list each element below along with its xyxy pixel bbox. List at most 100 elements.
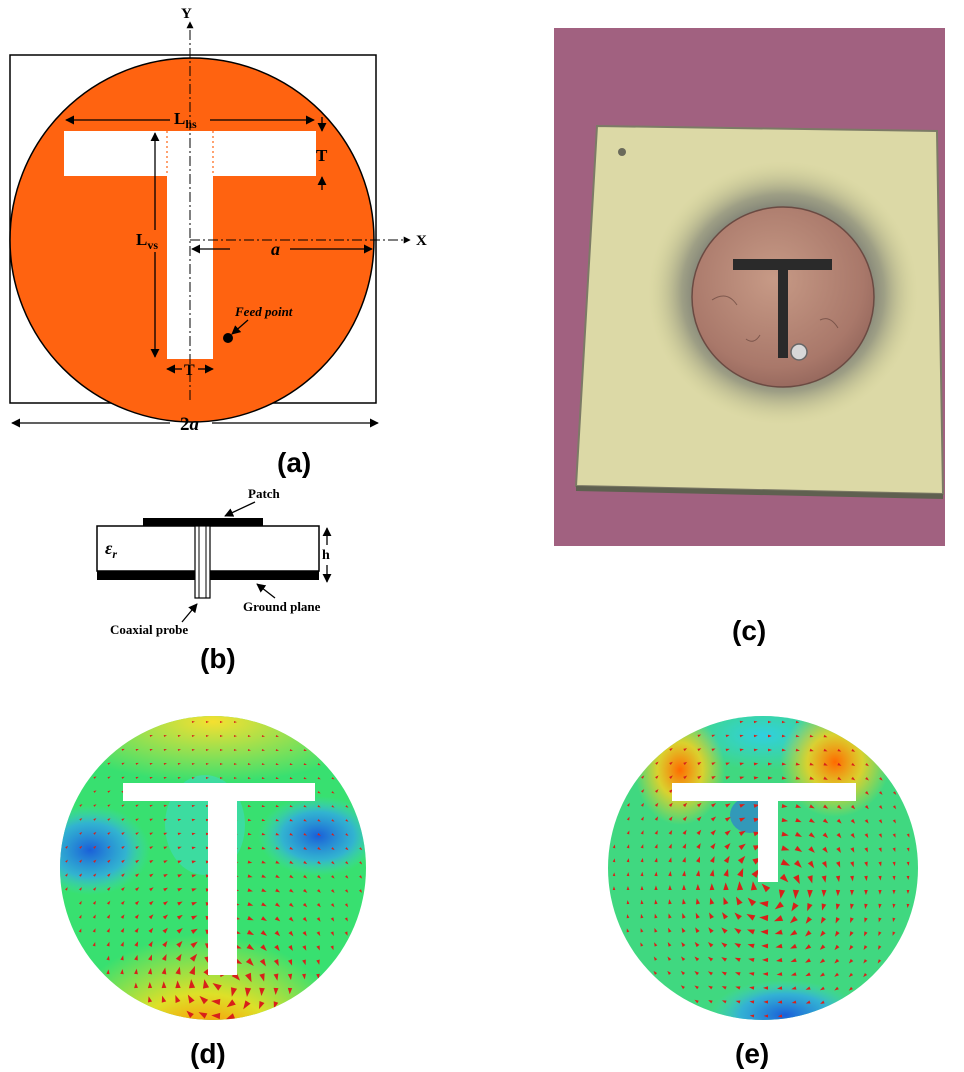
current-vector: [739, 776, 745, 780]
current-vector: [906, 833, 910, 838]
current-vector: [737, 867, 744, 878]
current-vector: [191, 888, 197, 892]
current-vector: [736, 881, 744, 891]
current-vector: [820, 916, 827, 924]
current-vector: [864, 833, 869, 839]
current-vector: [776, 957, 783, 963]
current-vector: [739, 748, 744, 752]
current-vector: [723, 896, 729, 905]
current-vector: [640, 885, 644, 891]
current-vector: [849, 944, 854, 951]
current-vector: [120, 914, 125, 919]
caption-b: (b): [200, 643, 236, 674]
current-vector: [79, 845, 83, 849]
patch-scratches: [711, 295, 839, 342]
current-vector: [774, 901, 784, 910]
current-vector: [261, 734, 265, 738]
current-vector: [781, 720, 786, 724]
current-vector: [260, 930, 268, 936]
current-vector: [134, 968, 138, 975]
current-vector: [273, 987, 279, 996]
current-vector: [288, 930, 294, 937]
current-vector: [626, 914, 630, 919]
current-vector: [189, 953, 198, 962]
current-vector: [219, 734, 223, 738]
current-vector: [163, 860, 168, 864]
current-vector: [247, 888, 253, 892]
current-vector: [747, 943, 755, 949]
current-vector: [749, 986, 755, 990]
current-vector: [231, 971, 241, 981]
current-vector: [147, 996, 153, 1003]
current-vector: [344, 889, 349, 893]
current-vector: [848, 986, 853, 991]
current-vector: [654, 830, 658, 835]
current-vector: [696, 856, 700, 863]
current-vector: [807, 860, 815, 869]
current-vector: [191, 860, 197, 864]
current-vector: [331, 805, 335, 808]
current-vector: [695, 870, 701, 877]
current-vector: [626, 886, 630, 891]
current-vector: [273, 1001, 279, 1009]
current-vector: [851, 776, 856, 781]
current-vector: [808, 832, 816, 838]
current-vector: [247, 818, 252, 822]
current-vector: [640, 830, 644, 835]
current-vector: [190, 928, 198, 935]
current-vector: [711, 775, 716, 780]
current-vector: [851, 762, 856, 767]
current-vector: [851, 748, 856, 752]
current-vector: [804, 944, 812, 950]
current-vector: [708, 942, 714, 948]
current-vector: [834, 986, 839, 991]
current-vector: [149, 777, 153, 779]
current-vector: [682, 870, 686, 877]
current-vector: [725, 776, 731, 780]
current-vector: [303, 888, 308, 893]
current-vector: [789, 929, 798, 936]
current-vector: [834, 944, 840, 951]
current-vector: [835, 875, 841, 883]
current-vector: [261, 874, 267, 878]
current-vector: [191, 748, 195, 752]
current-vector: [696, 829, 702, 836]
current-vector: [147, 968, 153, 975]
current-vector: [809, 734, 814, 738]
current-vector: [219, 762, 223, 766]
current-vector: [316, 973, 320, 980]
current-vector: [721, 942, 728, 948]
current-vector: [795, 734, 800, 738]
current-vector: [135, 818, 139, 822]
current-vector: [795, 720, 800, 724]
current-vector: [317, 763, 321, 766]
current-vector: [247, 734, 251, 738]
current-vector: [640, 899, 644, 905]
current-vector: [654, 802, 659, 807]
current-vector: [261, 860, 267, 864]
current-vector: [247, 776, 251, 780]
current-vector: [892, 791, 897, 795]
current-vector: [710, 842, 716, 850]
current-vector: [735, 972, 741, 976]
current-vector: [819, 986, 825, 991]
current-vector: [176, 940, 183, 948]
current-vector: [191, 874, 197, 878]
current-vector: [779, 873, 789, 883]
x-axis-label: X: [416, 233, 427, 249]
current-vector: [793, 859, 802, 868]
current-vector: [161, 995, 167, 1003]
current-vector: [640, 871, 644, 877]
current-vector: [879, 777, 883, 781]
current-vector: [707, 971, 713, 976]
current-vector: [695, 912, 700, 919]
current-vector: [612, 844, 616, 849]
panel-d-current: (d): [60, 716, 366, 1069]
current-vector: [175, 995, 181, 1003]
current-vector: [761, 957, 769, 963]
current-vector: [177, 776, 181, 780]
current-vector: [776, 972, 783, 976]
current-vector: [792, 889, 800, 899]
current-vector: [789, 915, 798, 924]
current-vector: [162, 927, 168, 934]
